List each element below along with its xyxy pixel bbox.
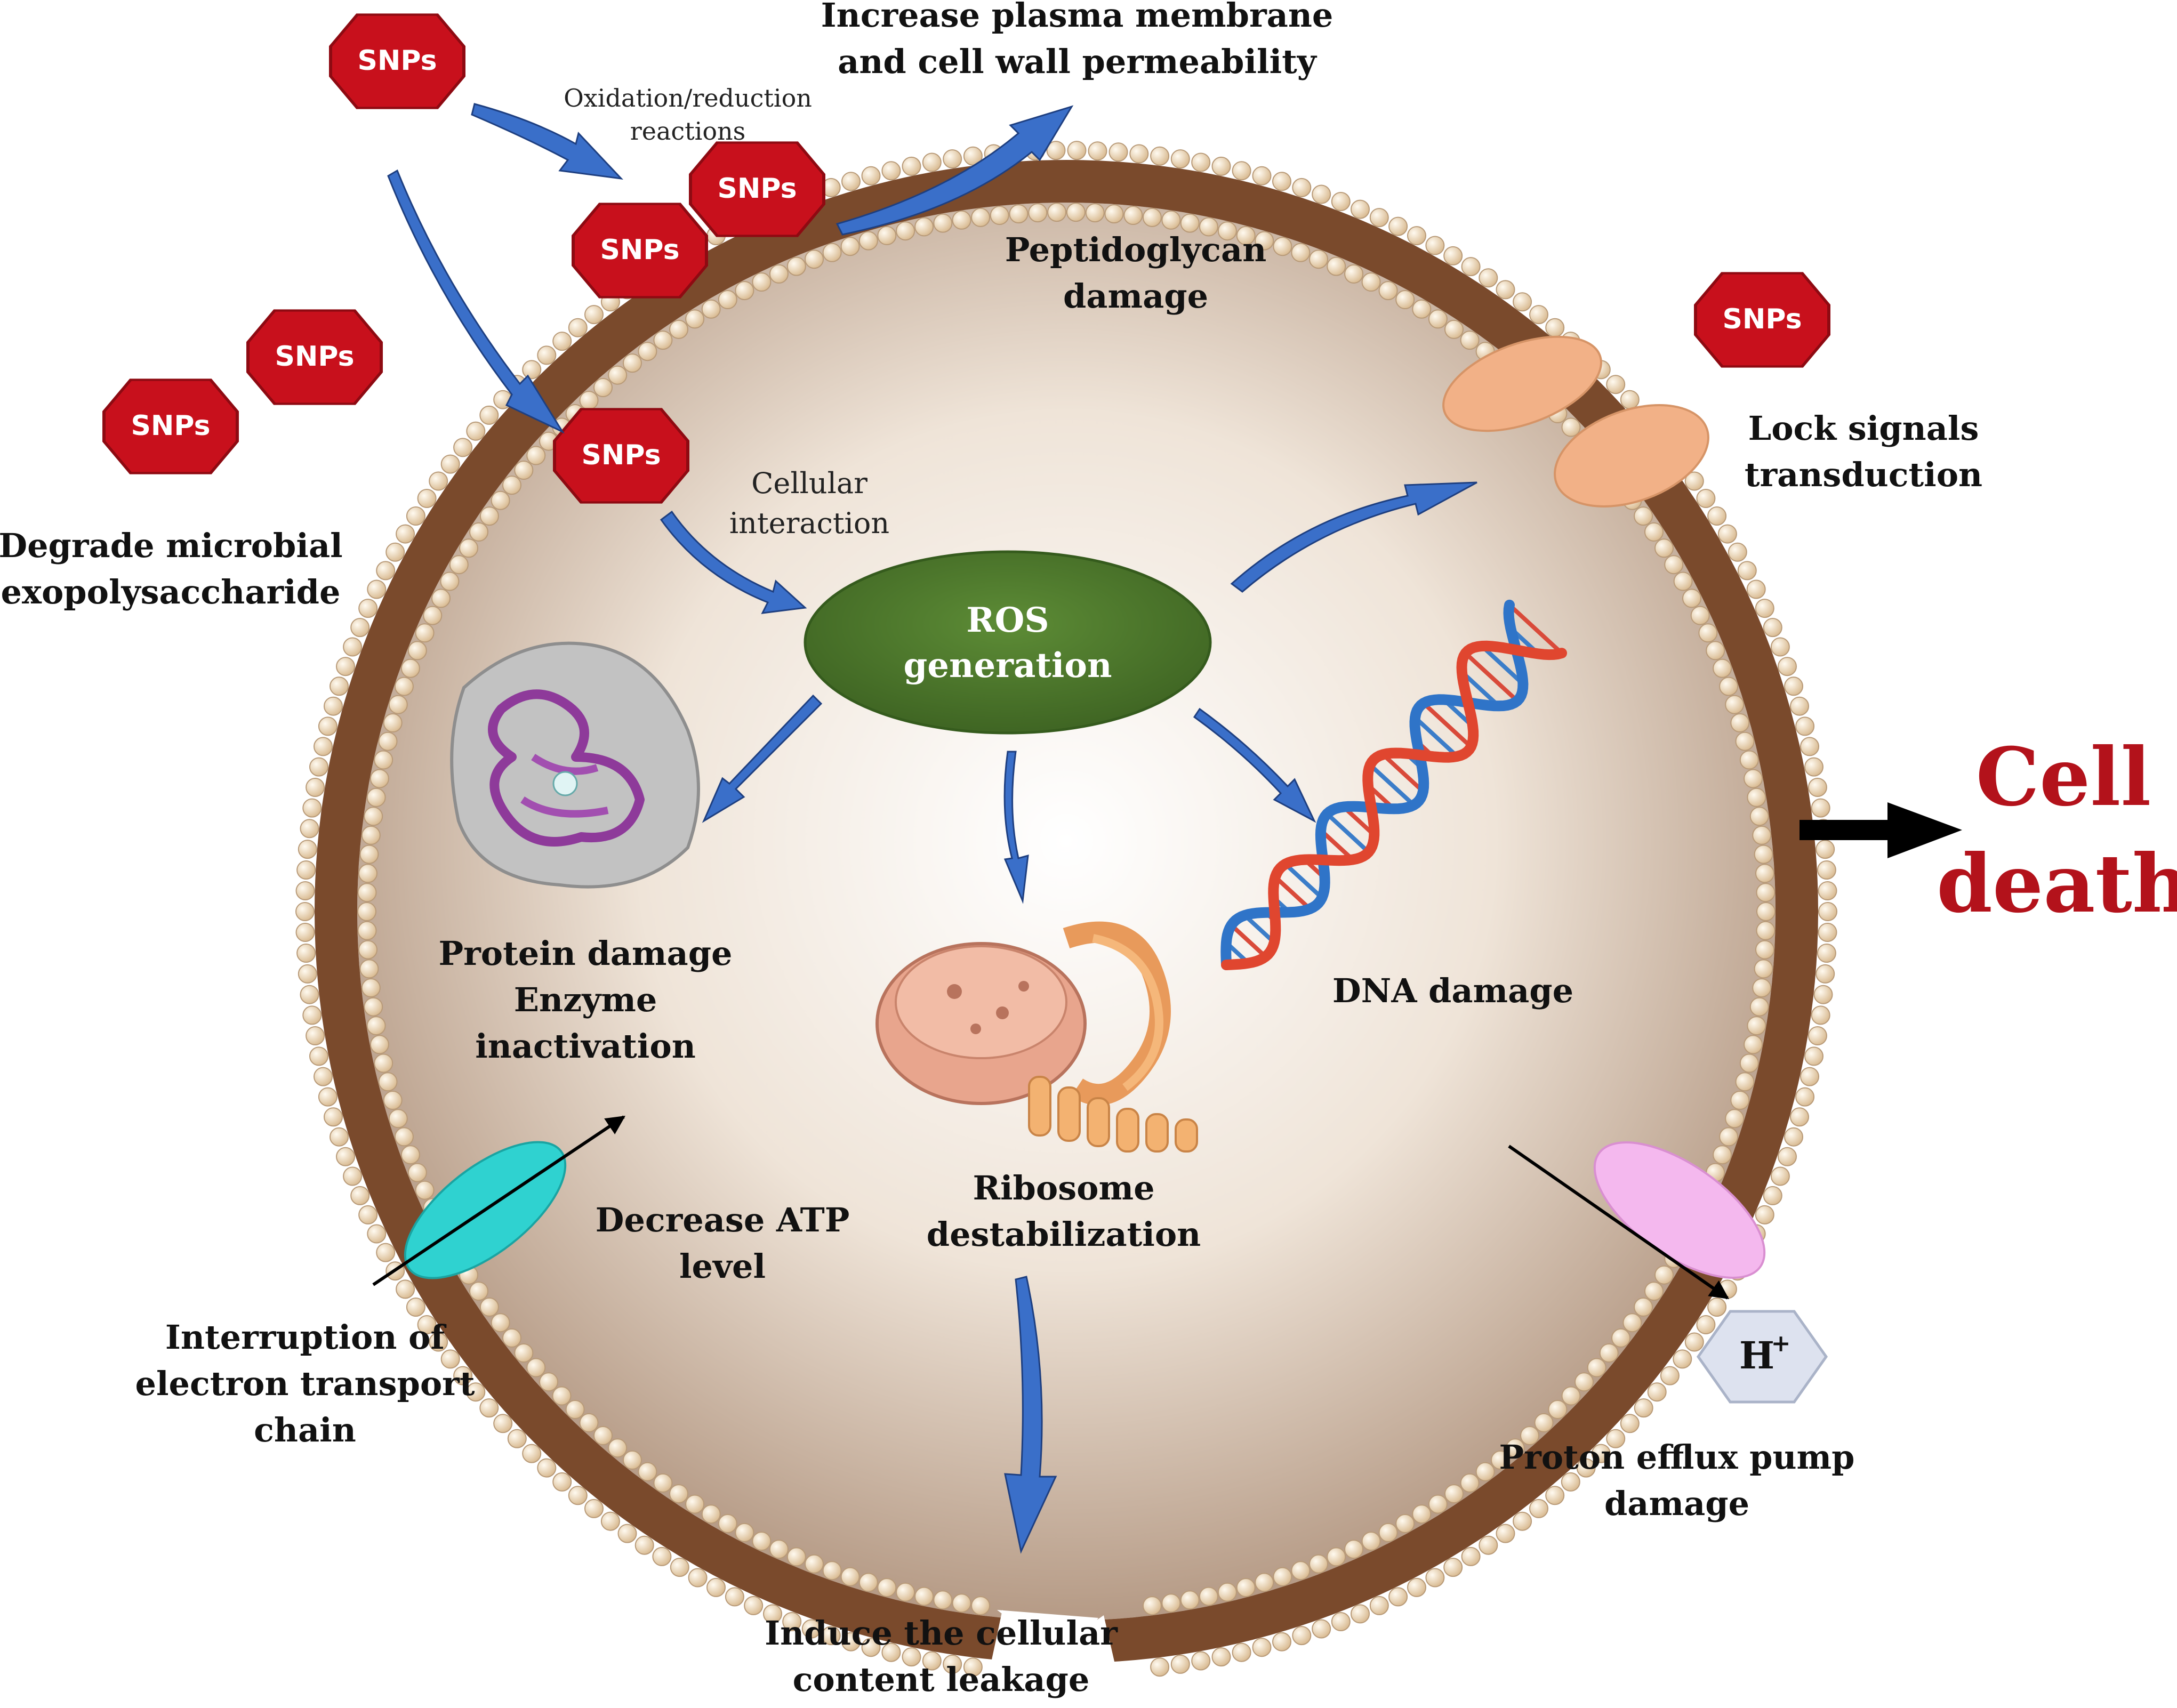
atp-label-line1: Decrease ATP xyxy=(596,1201,850,1239)
snp-label: SNPs xyxy=(357,45,437,77)
h-plus-label: H xyxy=(1739,1333,1774,1377)
snp-label: SNPs xyxy=(581,439,661,471)
cellular-label-line2: interaction xyxy=(729,506,889,540)
penetration-arrow xyxy=(387,169,565,434)
proton-label-line1: Proton efflux pump xyxy=(1499,1438,1855,1477)
ros-to-protein-arrow xyxy=(702,694,823,823)
peptidoglycan-label-line2: damage xyxy=(1063,277,1208,316)
proton-label-line2: damage xyxy=(1604,1484,1749,1523)
ros-label-line1: ROS xyxy=(966,600,1049,640)
cell-death-label-line2: death xyxy=(1937,837,2177,931)
leakage-label-line1: Induce the cellular xyxy=(765,1614,1118,1653)
proton-hexagon: H + xyxy=(1696,1310,1828,1404)
snp-particle: SNPs xyxy=(246,309,383,405)
snp-label: SNPs xyxy=(131,410,210,442)
ros-label-line2: generation xyxy=(904,646,1112,686)
cell-membrane xyxy=(295,141,1837,1685)
dna-helix-illustration xyxy=(1220,599,1567,970)
ros-to-signal-arrow xyxy=(1230,481,1477,593)
blue-arrows xyxy=(387,103,1477,1554)
peptidoglycan-label-line1: Peptidoglycan xyxy=(1005,230,1267,269)
oxidation-label-line1: Oxidation/reduction xyxy=(564,84,812,112)
organelle-illustration xyxy=(875,921,1198,1153)
receptor-protein xyxy=(1442,335,1709,507)
ribosome-label-line1: Ribosome xyxy=(973,1169,1154,1207)
lock-signals-label-line1: Lock signals xyxy=(1748,409,1979,448)
snp-particle: SNPs xyxy=(1694,272,1830,368)
cell-death-arrow xyxy=(1800,802,1962,858)
permeability-arrow xyxy=(836,105,1074,236)
protein-structure-illustration xyxy=(450,641,700,889)
snp-label: SNPs xyxy=(717,173,797,205)
snp-label: SNPs xyxy=(275,341,354,373)
permeability-label-line2: and cell wall permeability xyxy=(838,42,1318,81)
snp-label: SNPs xyxy=(600,234,679,266)
electron-transport-channel xyxy=(372,1115,625,1286)
protein-label-line3: inactivation xyxy=(475,1027,696,1066)
interaction-arrow xyxy=(660,510,807,614)
etc-label-line2: electron transport xyxy=(135,1364,475,1403)
snp-particle: SNPs xyxy=(572,203,708,299)
ros-generation-node: ROS generation xyxy=(804,550,1212,735)
dna-label: DNA damage xyxy=(1332,971,1573,1010)
atp-label-line2: level xyxy=(679,1247,766,1286)
proton-pump xyxy=(1508,1141,1766,1300)
etc-label-line1: Interruption of xyxy=(165,1318,446,1357)
snp-particle: SNPs xyxy=(102,378,239,474)
snp-particle: SNPs xyxy=(689,141,825,237)
leakage-arrow xyxy=(1004,1276,1057,1554)
leakage-label-line2: content leakage xyxy=(793,1660,1090,1699)
oxidation-label-line2: reactions xyxy=(630,117,746,146)
snp-label: SNPs xyxy=(1722,303,1802,335)
membrane-opening xyxy=(997,1610,1098,1663)
ros-to-ribosome-arrow xyxy=(1003,751,1029,904)
etc-label-line3: chain xyxy=(254,1411,356,1449)
snp-particle: SNPs xyxy=(329,13,465,109)
h-plus-superscript: + xyxy=(1771,1330,1791,1357)
degrade-label-line1: Degrade microbial xyxy=(0,526,343,565)
protein-label-line2: Enzyme xyxy=(514,980,657,1019)
lock-signals-label-line2: transduction xyxy=(1745,455,1982,494)
degrade-label-line2: exopolysaccharide xyxy=(1,573,341,611)
permeability-label-line1: Increase plasma membrane xyxy=(821,0,1333,35)
snp-particle: SNPs xyxy=(553,408,689,504)
cell-death-label-line1: Cell xyxy=(1976,730,2151,824)
cellular-label-line1: Cellular xyxy=(751,466,867,500)
ribosome-label-line2: destabilization xyxy=(927,1215,1201,1254)
oxidation-arrow xyxy=(471,103,623,180)
ros-to-dna-arrow xyxy=(1193,707,1316,823)
protein-label-line1: Protein damage xyxy=(438,934,732,973)
